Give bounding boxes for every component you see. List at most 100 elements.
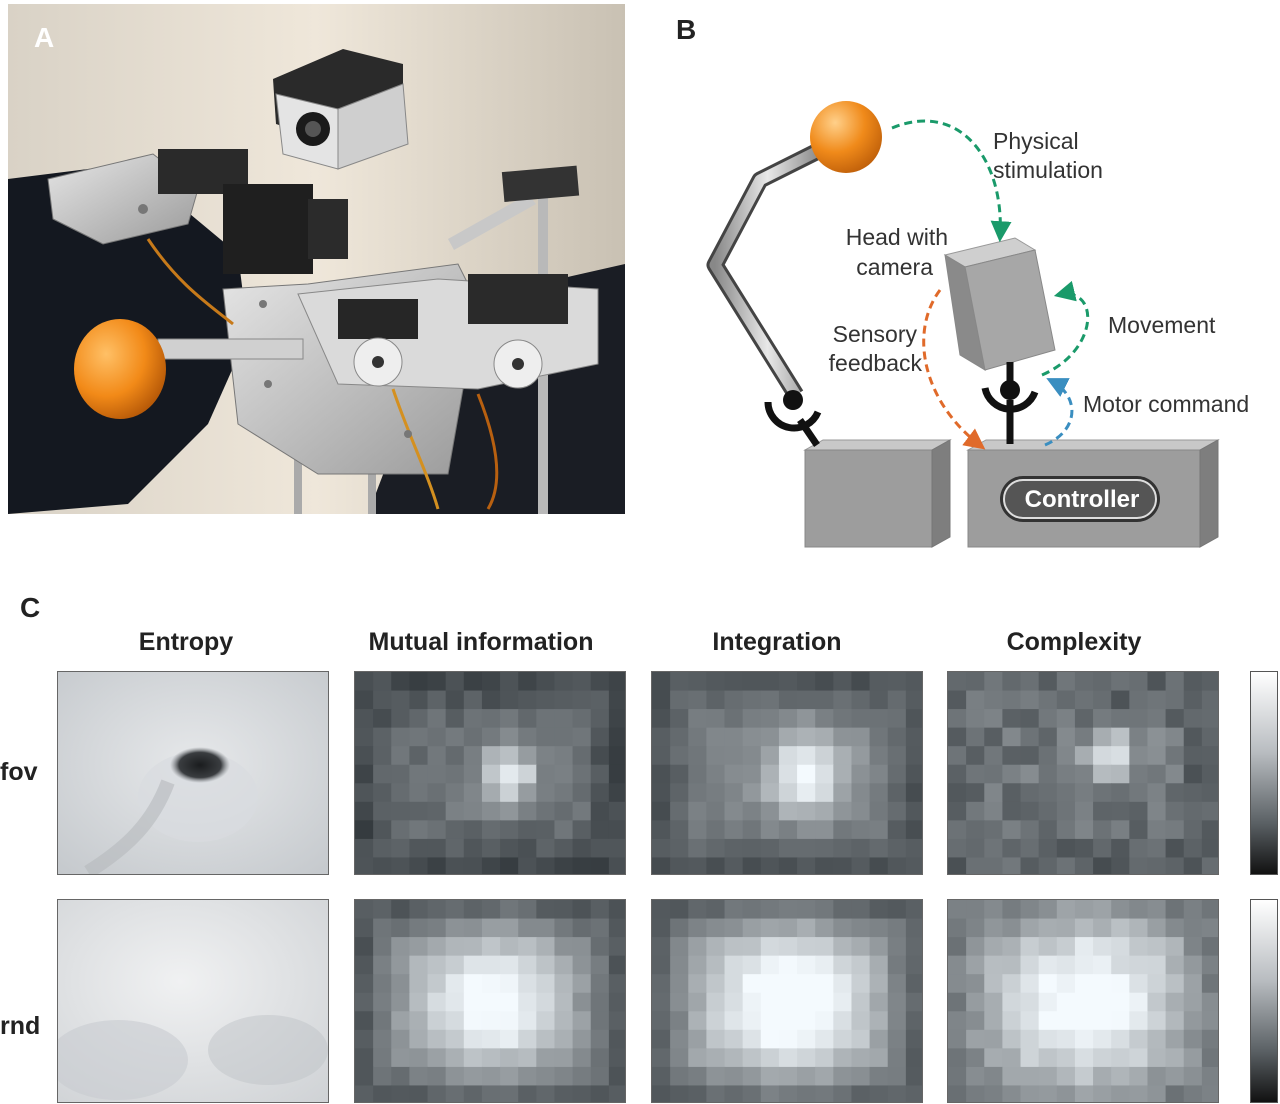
heatmap-cell xyxy=(536,857,556,874)
heatmap-cell xyxy=(742,955,762,975)
heatmap-cell xyxy=(536,727,556,747)
heatmap-cell xyxy=(572,900,592,920)
heatmap-cell xyxy=(652,709,671,729)
heatmap-cell xyxy=(948,1085,967,1102)
heatmap-cell xyxy=(948,838,967,859)
heatmap-cell xyxy=(1038,801,1058,821)
heatmap-cell xyxy=(1020,955,1040,975)
heatmap-cell xyxy=(518,801,537,821)
heatmap-cell xyxy=(851,1011,871,1031)
heatmap-cell xyxy=(887,1066,907,1087)
heatmap-cell xyxy=(1111,1029,1130,1049)
heatmap-cell xyxy=(887,955,907,975)
heatmap-cell xyxy=(688,783,707,803)
heatmap-cell xyxy=(966,783,985,803)
heatmap-cell xyxy=(463,709,483,729)
heatmap-cell xyxy=(797,918,816,938)
heatmap-cell xyxy=(984,764,1003,784)
heatmap-cell xyxy=(1147,1066,1167,1087)
heatmap-cell xyxy=(391,992,410,1012)
heatmap-cell xyxy=(851,974,871,994)
heatmap-cell xyxy=(463,1029,483,1049)
heatmap-cell xyxy=(851,992,871,1012)
heatmap-cell xyxy=(1165,690,1185,710)
heatmap-cell xyxy=(590,974,610,994)
heatmap-cell xyxy=(851,937,871,957)
heatmap-cell xyxy=(1020,709,1040,729)
heatmap-cell xyxy=(554,1029,574,1049)
heatmap-cell xyxy=(966,857,985,874)
heatmap-cell xyxy=(355,801,374,821)
heatmap-cell xyxy=(1020,672,1040,692)
heatmap-cell xyxy=(1111,857,1130,874)
heatmap-cell xyxy=(905,918,922,938)
heatmap-cell xyxy=(427,974,447,994)
heatmap-cell xyxy=(355,838,374,859)
heatmap-cell xyxy=(688,727,707,747)
heatmap-cell xyxy=(706,746,726,766)
heatmap-cell xyxy=(851,918,871,938)
heatmap-cell xyxy=(1074,820,1094,840)
heatmap-cell xyxy=(724,1066,744,1087)
heatmap-cell xyxy=(1002,746,1022,766)
heatmap-cell xyxy=(373,801,392,821)
heatmap-cell xyxy=(1056,1085,1076,1102)
heatmap-cell xyxy=(373,992,392,1012)
heatmap-cell xyxy=(742,937,762,957)
heatmap-cell xyxy=(554,1011,574,1031)
heatmap-cell xyxy=(652,801,671,821)
heatmap-cell xyxy=(1038,955,1058,975)
heatmap-cell xyxy=(427,937,447,957)
heatmap-cell xyxy=(869,801,889,821)
heatmap-cell xyxy=(1020,764,1040,784)
heatmap-cell xyxy=(706,1085,726,1102)
heatmap-cell xyxy=(815,672,834,692)
heatmap-cell xyxy=(1183,746,1203,766)
heatmap-cell xyxy=(1093,992,1112,1012)
heatmap-cell xyxy=(652,1011,671,1031)
heatmap-cell xyxy=(608,727,625,747)
heatmap-cell xyxy=(760,1085,780,1102)
heatmap-cell xyxy=(833,709,853,729)
heatmap-cell xyxy=(572,801,592,821)
heatmap-cell xyxy=(1201,974,1218,994)
heatmap-cell xyxy=(500,764,519,784)
heatmap-cell xyxy=(984,857,1003,874)
heatmap-cell xyxy=(409,1085,429,1102)
heatmap-cell xyxy=(590,857,610,874)
heatmap-cell xyxy=(445,992,465,1012)
heatmap-cell xyxy=(742,727,762,747)
heatmap-cell xyxy=(760,1066,780,1087)
heatmap-cell xyxy=(1093,672,1112,692)
heatmap-cell xyxy=(966,801,985,821)
heatmap-cell xyxy=(1147,764,1167,784)
heatmap-cell xyxy=(797,838,816,859)
heatmap-cell xyxy=(500,918,519,938)
heatmap-cell xyxy=(1002,1029,1022,1049)
heatmap-cell xyxy=(1093,937,1112,957)
heatmap-cell xyxy=(608,1066,625,1087)
heatmap-cell xyxy=(797,1048,816,1068)
heatmap-cell xyxy=(500,709,519,729)
heatmap-cell xyxy=(518,820,537,840)
heatmap-cell xyxy=(590,709,610,729)
heatmap-cell xyxy=(851,727,871,747)
heatmap-cell xyxy=(481,1011,501,1031)
heatmap-cell xyxy=(833,974,853,994)
heatmap-cell xyxy=(1056,918,1076,938)
heatmap-cell xyxy=(536,690,556,710)
heatmap-cell xyxy=(590,690,610,710)
heatmap-cell xyxy=(463,1066,483,1087)
heatmap-cell xyxy=(706,801,726,821)
heatmap-cell xyxy=(554,1085,574,1102)
heatmap-cell xyxy=(1183,1011,1203,1031)
heatmap-cell xyxy=(724,690,744,710)
heatmap-cell xyxy=(1002,992,1022,1012)
heatmap-cell xyxy=(1002,764,1022,784)
heatmap-cell xyxy=(1183,838,1203,859)
heatmap-cell xyxy=(463,672,483,692)
heatmap-cell xyxy=(797,690,816,710)
heatmap-cell xyxy=(1020,1011,1040,1031)
heatmap-cell xyxy=(427,820,447,840)
heatmap-cell xyxy=(1002,955,1022,975)
